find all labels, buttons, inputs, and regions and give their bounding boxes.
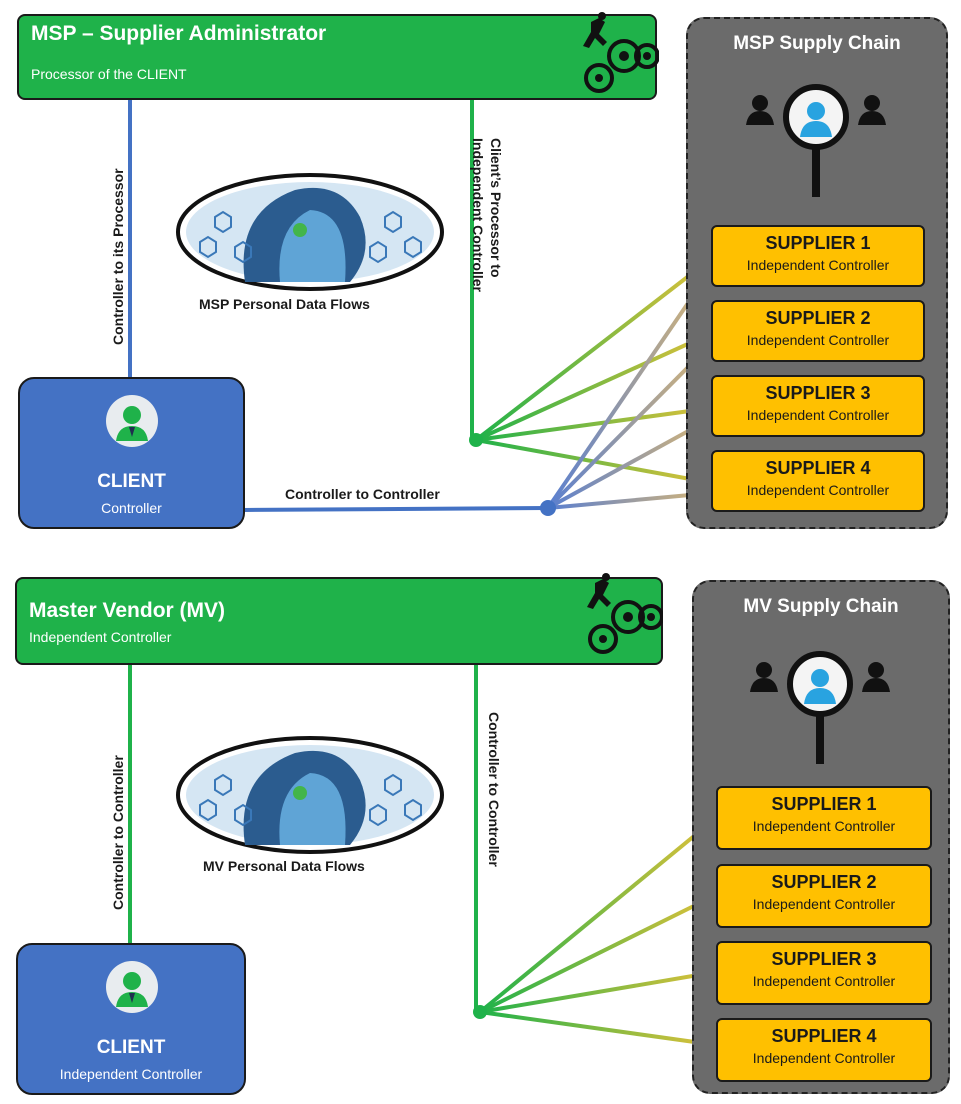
supplier-role: Independent Controller <box>752 896 896 912</box>
client-name-bottom: CLIENT <box>96 1037 166 1058</box>
client-hub-link <box>243 506 549 512</box>
supplier-role: Independent Controller <box>746 407 890 423</box>
client-user-icon <box>106 395 158 447</box>
client-box-top: CLIENT Controller <box>18 377 245 529</box>
msp-chain-title: MSP Supply Chain <box>733 33 901 54</box>
supplier-name: SUPPLIER 2 <box>765 308 871 328</box>
data-flow-illustration <box>176 736 444 854</box>
msp-hub-node <box>469 433 483 447</box>
msp-hub-link-label: Client’s Processor to Independent Contro… <box>469 138 505 292</box>
msp-supply-chain: MSP Supply Chain SUPPLIER 1 Independent … <box>686 17 948 529</box>
mv-chain-title: MV Supply Chain <box>743 596 899 617</box>
client-user-icon <box>106 961 158 1013</box>
supplier-role: Independent Controller <box>752 818 896 834</box>
mv-header-bar: Master Vendor (MV) Independent Controlle… <box>15 573 663 665</box>
msp-flows-label: MSP Personal Data Flows <box>199 296 370 312</box>
runner-gears-icon <box>583 12 659 93</box>
user-search-icon <box>746 84 886 197</box>
msp-supplier-3: SUPPLIER 3 Independent Controller <box>711 375 925 437</box>
client-msp-link-label: Controller to its Processor <box>110 168 126 345</box>
mv-supplier-2: SUPPLIER 2 Independent Controller <box>716 864 932 928</box>
supplier-name: SUPPLIER 1 <box>765 233 871 253</box>
mv-hub-node <box>473 1005 487 1019</box>
data-flow-illustration <box>176 173 444 291</box>
msp-title: MSP – Supplier Administrator <box>31 22 327 45</box>
supplier-role: Independent Controller <box>746 332 890 348</box>
supplier-role: Independent Controller <box>752 1050 896 1066</box>
runner-gears-icon <box>587 573 663 654</box>
client-supplier-blue-links <box>546 266 714 510</box>
msp-supplier-4: SUPPLIER 4 Independent Controller <box>711 450 925 512</box>
user-search-icon <box>750 651 890 764</box>
supplier-name: SUPPLIER 3 <box>765 383 871 403</box>
msp-supplier-2: SUPPLIER 2 Independent Controller <box>711 300 925 362</box>
client-hub-node <box>540 500 556 516</box>
supplier-role: Independent Controller <box>746 482 890 498</box>
msp-supplier-green-links <box>474 256 714 485</box>
supplier-role: Independent Controller <box>746 257 890 273</box>
msp-hub-link-label-line2: Independent Controller <box>470 138 486 292</box>
client-role-bottom: Independent Controller <box>59 1066 203 1082</box>
client-box-bottom: CLIENT Independent Controller <box>16 943 246 1095</box>
msp-hub-link-label-line1: Client’s Processor to <box>488 138 504 278</box>
client-hub-link-label: Controller to Controller <box>285 486 440 502</box>
client-role-top: Controller <box>101 500 162 516</box>
mv-subtitle: Independent Controller <box>29 629 172 645</box>
mv-flows-label: MV Personal Data Flows <box>203 858 365 874</box>
msp-subtitle: Processor of the CLIENT <box>31 66 187 82</box>
mv-supplier-3: SUPPLIER 3 Independent Controller <box>716 941 932 1005</box>
supplier-name: SUPPLIER 2 <box>771 872 877 892</box>
msp-header-bar: MSP – Supplier Administrator Processor o… <box>17 12 659 100</box>
supplier-name: SUPPLIER 3 <box>771 949 877 969</box>
client-name-top: CLIENT <box>97 471 166 492</box>
supplier-role: Independent Controller <box>752 973 896 989</box>
mv-hub-link-label: Controller to Controller <box>486 712 502 867</box>
mv-supplier-4: SUPPLIER 4 Independent Controller <box>716 1018 932 1082</box>
supplier-name: SUPPLIER 4 <box>765 458 871 478</box>
client-mv-link-label: Controller to Controller <box>110 755 126 910</box>
mv-supplier-links <box>478 816 718 1047</box>
mv-supplier-1: SUPPLIER 1 Independent Controller <box>716 786 932 850</box>
supplier-name: SUPPLIER 4 <box>771 1026 877 1046</box>
mv-title: Master Vendor (MV) <box>29 599 226 622</box>
msp-supplier-1: SUPPLIER 1 Independent Controller <box>711 225 925 287</box>
supplier-name: SUPPLIER 1 <box>771 794 877 814</box>
mv-supply-chain: MV Supply Chain SUPPLIER 1 Independent C… <box>692 580 950 1094</box>
